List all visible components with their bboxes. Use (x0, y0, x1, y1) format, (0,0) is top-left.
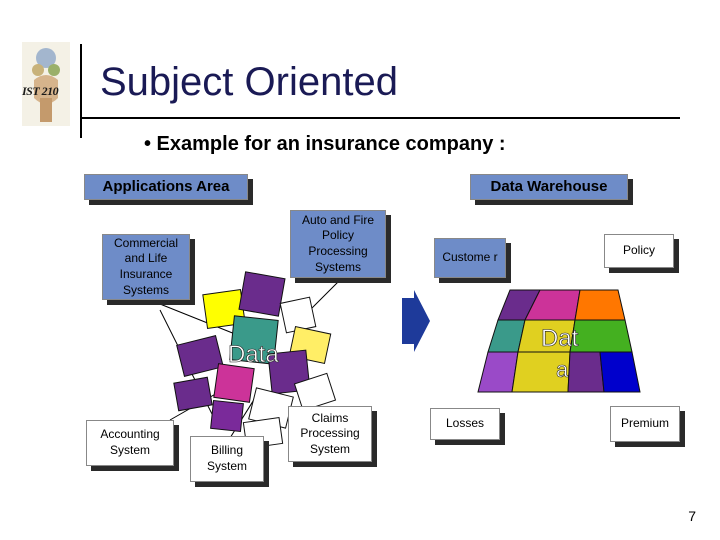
logo-graphic (22, 42, 70, 126)
losses-box: Losses (430, 408, 500, 440)
commercial-life-box: Commercial and Life Insurance Systems (102, 234, 190, 300)
customer-box: Custome r (434, 238, 506, 278)
page-number: 7 (688, 508, 696, 524)
course-logo (18, 40, 74, 128)
warehouse-data-text-1: Dat (541, 325, 579, 352)
policy-box: Policy (604, 234, 674, 268)
premium-box: Premium (610, 406, 680, 442)
arrow-right-icon (402, 290, 430, 352)
accounting-system-box: Accounting System (86, 420, 174, 466)
data-puzzle-left (173, 271, 337, 449)
logo-text: IST 210 (22, 84, 59, 98)
claims-processing-box: Claims Processing System (288, 406, 372, 462)
header-horizontal-rule (80, 117, 680, 119)
data-puzzle-right (477, 289, 641, 393)
auto-fire-box: Auto and Fire Policy Processing Systems (290, 210, 386, 278)
billing-system-box: Billing System (190, 436, 264, 482)
slide-subtitle: • Example for an insurance company : (144, 133, 506, 155)
puzzle-data-text: Data (228, 341, 279, 368)
data-warehouse-label: Data Warehouse (470, 174, 628, 200)
warehouse-data-text-2: a (556, 357, 569, 382)
slide-title: Subject Oriented (100, 60, 398, 104)
header-vertical-rule (80, 44, 82, 138)
applications-area-label: Applications Area (84, 174, 248, 200)
